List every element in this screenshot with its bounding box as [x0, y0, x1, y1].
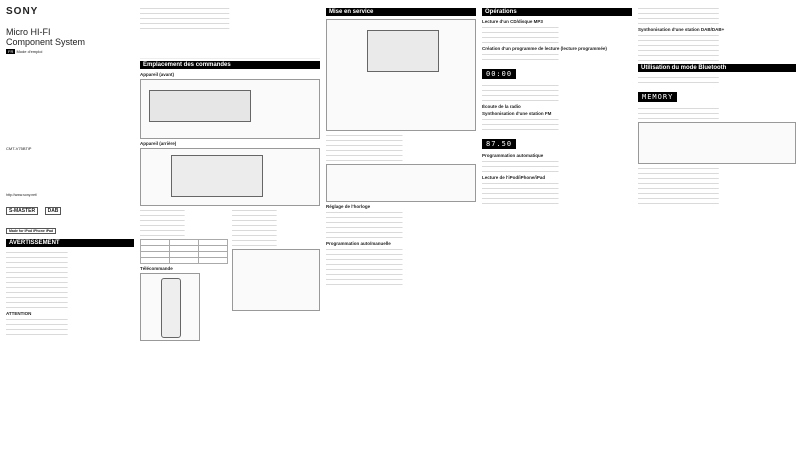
connection-diagram	[326, 19, 476, 131]
function-table	[140, 239, 228, 264]
dab-heading: Programmation auto/manuelle	[326, 241, 391, 246]
model-number: CMT-V75BTiP	[6, 146, 32, 151]
front-unit-illustration	[140, 79, 320, 139]
controls-column: ────────────────────────────────────────…	[140, 6, 320, 448]
cover-column: SONY Micro HI-FI Component System FR Mod…	[6, 6, 134, 448]
cd-playback-heading: Lecture d'un CD/disque MP3	[482, 19, 543, 24]
sony-url: http://www.sony.net/	[6, 193, 38, 197]
bluetooth-column: ────────────────────────────────────── ─…	[638, 6, 796, 448]
document-subtitle: Mode d'emploi	[16, 49, 43, 54]
setup-column: Mise en service ────────────────────────…	[326, 6, 476, 448]
program-heading: Création d'un programme de lecture (lect…	[482, 46, 607, 51]
made-for-ipod-logo: Made for iPod iPhone iPad	[6, 228, 57, 234]
bluetooth-section-title: Utilisation du mode Bluetooth	[638, 64, 796, 72]
dab-logo: DAB	[44, 207, 62, 215]
ipod-heading: Lecture de l'iPod/iPhone/iPad	[482, 175, 546, 180]
product-title-1: Micro HI-FI	[6, 27, 51, 37]
remote-illustration	[140, 273, 200, 341]
dab-tuning-heading: Synthonisation d'une station DAB/DAB+	[638, 27, 725, 32]
ipod-dock-illustration	[232, 249, 320, 311]
radio-heading: Écoute de la radio	[482, 104, 521, 109]
memory-display: MEMORY	[638, 92, 678, 102]
frequency-display: 87.50	[482, 139, 517, 149]
warning-heading: AVERTISSEMENT	[6, 239, 134, 247]
s-master-logo: S-MASTER	[6, 207, 39, 215]
placement-section-title: Emplacement des commandes	[140, 61, 320, 69]
operations-section-title: Opérations	[482, 8, 632, 16]
bluetooth-illustration	[638, 122, 796, 164]
rear-unit-illustration	[140, 148, 320, 206]
brand-logo: SONY	[6, 6, 39, 17]
operations-column: Opérations Lecture d'un CD/disque MP3 ──…	[482, 6, 632, 448]
rear-unit-heading: Appareil (arrière)	[140, 141, 177, 146]
track-display: 00:00	[482, 69, 517, 79]
clock-heading: Réglage de l'horloge	[326, 204, 371, 209]
product-title-2: Component System	[6, 37, 86, 47]
antenna-illustration	[326, 164, 476, 202]
language-badge: FR	[6, 49, 16, 54]
setup-section-title: Mise en service	[326, 8, 476, 16]
auto-prog-heading: Programmation automatique	[482, 153, 544, 158]
front-unit-heading: Appareil (avant)	[140, 72, 175, 77]
fm-heading: Synthonisation d'une station FM	[482, 111, 552, 116]
attention-heading: ATTENTION	[6, 311, 32, 316]
remote-heading: Télécommande	[140, 266, 173, 271]
